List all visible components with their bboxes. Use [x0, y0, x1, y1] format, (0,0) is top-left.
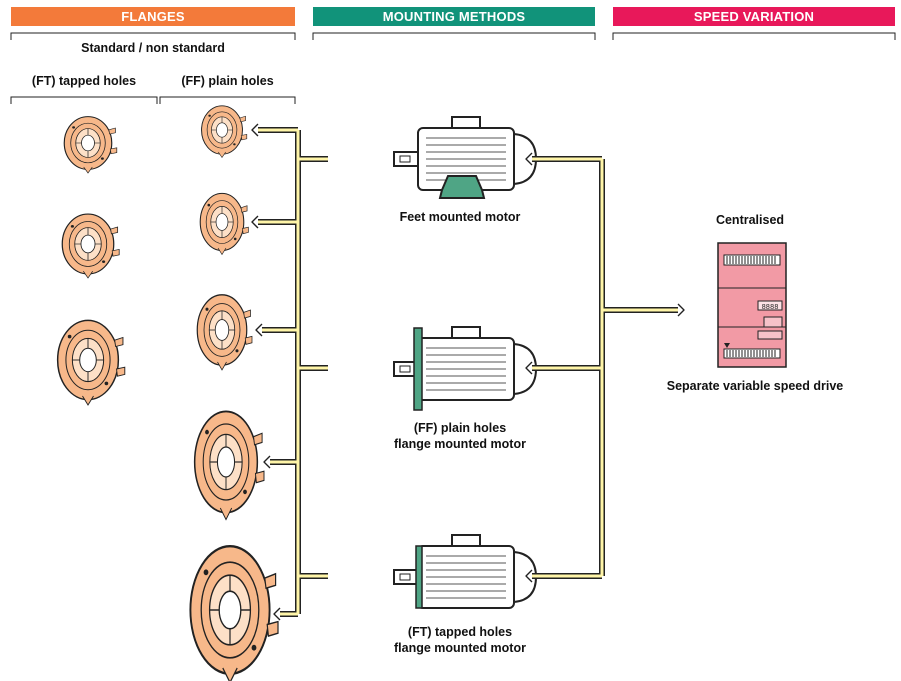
- speed-variation-header: SPEED VARIATION: [613, 7, 895, 26]
- tapped-flange-3: [56, 319, 126, 406]
- mounting-methods-header: MOUNTING METHODS: [313, 7, 595, 26]
- flanges-header: FLANGES: [11, 7, 295, 26]
- motor-label-feet: Feet mounted motor: [399, 210, 521, 224]
- tapped-flange-1: [63, 116, 118, 174]
- drive-label: Separate variable speed drive: [666, 379, 844, 393]
- plain-holes-label: (FF) plain holes: [181, 74, 274, 88]
- feet-mounted-motor: [393, 116, 537, 199]
- ft-flange-mounted-motor: [393, 534, 537, 609]
- tapped-flange-2: [61, 213, 120, 279]
- variable-speed-drive: 8888: [717, 242, 787, 368]
- plain-flange-2: [199, 192, 249, 256]
- motor-label-ff-line1: (FF) plain holes: [413, 421, 507, 435]
- flanges-subtitle: Standard / non standard: [81, 41, 225, 55]
- motor-label-ff-line2: flange mounted motor: [394, 437, 526, 451]
- motor-label-ft-line2: flange mounted motor: [394, 641, 526, 655]
- centralised-label: Centralised: [715, 213, 785, 227]
- plain-flange-1: [201, 105, 248, 158]
- plain-flange-3: [196, 294, 253, 371]
- plain-flange-5: [189, 545, 280, 681]
- svg-text:8888: 8888: [762, 304, 779, 312]
- drive-connector-pipes: [525, 152, 685, 583]
- plain-flange-4: [193, 410, 265, 521]
- bracket-lines: [10, 32, 896, 104]
- motor-label-ft-line1: (FT) tapped holes: [407, 625, 513, 639]
- tapped-holes-label: (FT) tapped holes: [31, 74, 137, 88]
- flange-connector-pipes: [251, 123, 328, 621]
- ff-flange-mounted-motor: [393, 326, 537, 411]
